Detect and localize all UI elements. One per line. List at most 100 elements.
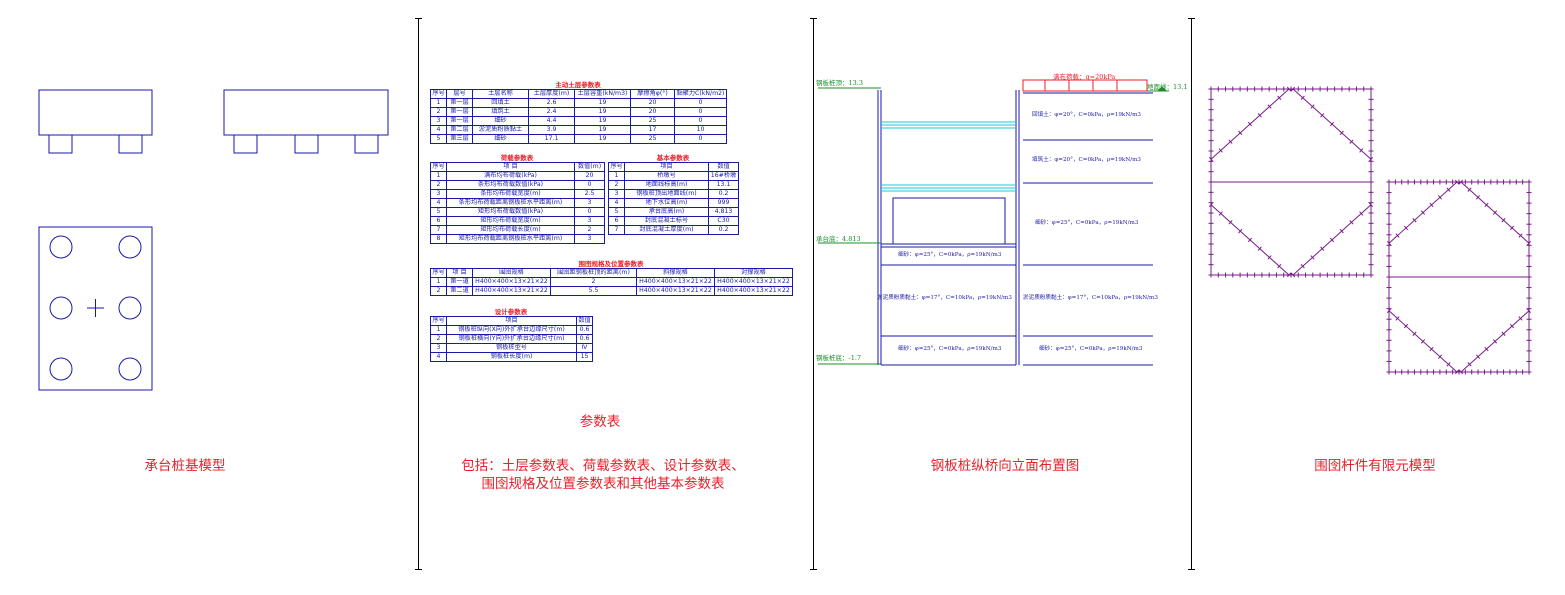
table-cell: 7 — [608, 225, 625, 235]
table-cell: 4.4 — [528, 116, 575, 126]
table-header-cell: 土层名称 — [472, 89, 529, 99]
soil-table-title: 主动土层参数表 — [555, 81, 601, 89]
fem-node-tick — [1429, 346, 1434, 352]
table-cell: 1 — [430, 98, 447, 108]
fem-node-tick — [1454, 179, 1460, 185]
fem-node-tick — [1329, 121, 1335, 127]
table-cell: 第一道 — [446, 277, 473, 287]
fem-node-tick — [1349, 220, 1354, 225]
label-cap-bottom: 承台底：4.813 — [816, 234, 861, 243]
table-header-row: 序号项 目围囹规格围囹距钢板桩顶的距离(m)斜撑规格对撑规格 — [430, 268, 793, 278]
table-cell: 2 — [574, 225, 605, 235]
caption-params-title: 参数表 — [579, 414, 621, 430]
pile-circle — [49, 296, 73, 320]
table-cell: 第三层 — [446, 134, 473, 144]
fem-node-tick — [1349, 139, 1354, 144]
fem-node-tick — [1228, 139, 1233, 144]
table-cell: 0.6 — [576, 325, 593, 335]
table-header-row: 序号项目数值 — [430, 316, 593, 326]
soil-label: 回填土：φ=20°，C=0kPa，ρ=19kN/m3 — [1032, 110, 1141, 118]
table-header-cell: 摩擦角φ(°) — [630, 89, 675, 99]
fem-node-tick — [1412, 331, 1417, 336]
table-cell: 4 — [430, 198, 447, 208]
table-cell: 15 — [576, 352, 593, 362]
table-cell: 20 — [630, 107, 675, 117]
table-cell: 1 — [608, 171, 625, 181]
fem-node-tick — [1359, 211, 1364, 216]
table-cell: 0.2 — [708, 225, 739, 235]
pile-circle — [49, 235, 73, 259]
table-cell: 0.6 — [576, 334, 593, 344]
fem-node-tick — [1320, 113, 1325, 118]
soil-table: 序号层号土层名称土层厚度(m)土层容重(kN/m3)摩擦角φ(°)黏聚力C(kN… — [430, 89, 727, 144]
table-cell: 钢板桩横向(Y向)外扩承台边缘尺寸(m) — [446, 334, 577, 344]
table-header-cell: 土层容重(kN/m3) — [574, 89, 631, 99]
table-header-cell: 对撑规格 — [714, 268, 793, 278]
table-cell: 4 — [608, 198, 625, 208]
table-cell: 3 — [430, 343, 447, 353]
table-header-cell: 围囹规格 — [472, 268, 551, 278]
table-cell: 0 — [674, 134, 727, 144]
table-header-cell: 斜撑规格 — [636, 268, 715, 278]
table-cell: 细砂 — [472, 116, 529, 126]
table-cell: 填筑土 — [472, 107, 529, 117]
surcharge-label: 满布荷载：q=20kPa — [1053, 72, 1115, 81]
table-header-cell: 序号 — [430, 89, 447, 99]
table-cell: 封底混凝土厚度(m) — [624, 225, 709, 235]
table-cell: 16#桥墩 — [708, 171, 739, 181]
table-cell: H400×400×13×21×22 — [714, 286, 793, 296]
fem-node-tick — [1492, 210, 1498, 215]
pile-circle — [118, 296, 142, 320]
table-cell: 3 — [574, 234, 605, 244]
table-header-cell: 序号 — [430, 268, 447, 278]
table-cell: 5 — [608, 207, 625, 217]
fem-node-tick — [1458, 179, 1464, 185]
soil-label: 淤泥质粉质黏土：φ=17°，C=10kPa，ρ=19kN/m3 — [1023, 293, 1158, 301]
table-cell: H400×400×13×21×22 — [714, 277, 793, 287]
table-header-cell: 序号 — [608, 162, 625, 172]
fem-node-tick — [1267, 104, 1272, 109]
fem-node-tick — [1267, 255, 1272, 260]
table-cell: 2 — [430, 180, 447, 190]
fem-node-tick — [1395, 316, 1400, 321]
design-table-title: 设计参数表 — [494, 308, 528, 316]
fem-node-tick — [1484, 346, 1489, 352]
fem-node-tick — [1277, 264, 1282, 269]
table-cell: 钢板桩纵向(X向)外扩承台边缘尺寸(m) — [446, 325, 577, 335]
table-cell: 25 — [630, 134, 675, 144]
table-cell: 矩形均布荷载数值(kPa) — [446, 207, 575, 217]
pile-stub — [233, 134, 258, 154]
table-cell: 25 — [630, 116, 675, 126]
soil-label: 细砂：φ=25°，C=0kPa，ρ=19kN/m3 — [898, 250, 1002, 258]
fem-node-tick — [1228, 220, 1233, 225]
table-cell: 19 — [574, 134, 631, 144]
table-cell: 2 — [430, 334, 447, 344]
fem-node-tick — [1403, 225, 1409, 231]
label-ground: 地面线：13.1 — [1147, 82, 1187, 91]
fem-node-tick — [1403, 323, 1409, 329]
table-cell: 10 — [674, 125, 727, 135]
caption-fem: 围囹杆件有限元模型 — [1314, 458, 1436, 474]
fem-node-tick — [1286, 86, 1292, 92]
pile-circle — [118, 357, 142, 381]
fem-node-tick — [1310, 104, 1315, 109]
fem-node-tick — [1238, 130, 1243, 136]
table-header-cell: 序号 — [430, 316, 447, 326]
fem-node-tick — [1277, 95, 1282, 100]
fem-node-tick — [1208, 157, 1214, 162]
basic-table-title: 基本参数表 — [656, 154, 690, 162]
table-cell: 0 — [674, 98, 727, 108]
table-header-cell: 项 目 — [446, 268, 473, 278]
table-cell: 999 — [708, 198, 739, 208]
